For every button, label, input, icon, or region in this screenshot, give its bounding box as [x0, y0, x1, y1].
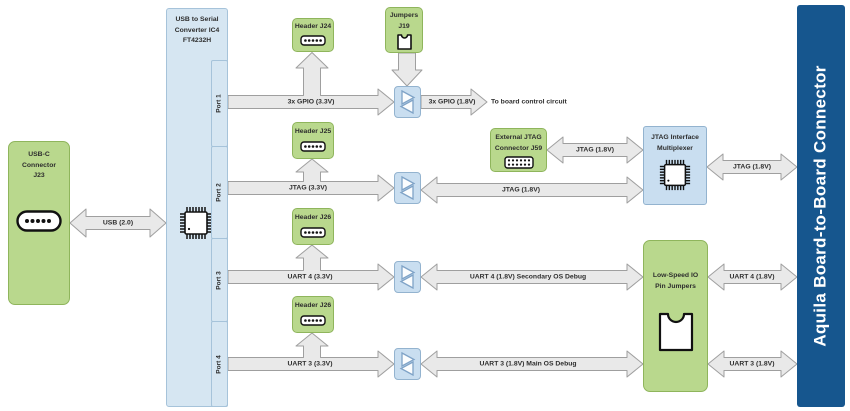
converter-label-line3: FT4232H	[182, 37, 212, 45]
header-pins-icon	[300, 34, 326, 46]
level-shifter-jtag	[394, 172, 421, 204]
jumpers-j19-label-line1: Jumpers	[389, 12, 419, 19]
jtag-1v8-ext-label: JTAG (1.8V)	[575, 146, 615, 154]
uart3-3v3-arrow	[227, 332, 395, 378]
jtag-1v8-b2b-label: JTAG (1.8V)	[732, 163, 772, 171]
low-speed-io-jumpers-box: Low-Speed IO Pin Jumpers	[643, 240, 708, 392]
level-shifter-icon	[399, 175, 416, 201]
uart4-3v3-label: UART 4 (3.3V)	[287, 273, 333, 281]
port-2-label: Port 2	[216, 183, 224, 202]
level-shifter-icon	[399, 351, 416, 377]
level-shifter-uart4	[394, 261, 421, 293]
header-j24-box: Header J24	[292, 18, 334, 52]
aquila-b2b-connector-label: Aquila Board-to-Board Connector	[811, 65, 831, 347]
converter-label-line1: USB to Serial	[175, 16, 219, 23]
uart4-1v8-mid-label: UART 4 (1.8V) Secondary OS Debug	[469, 273, 587, 281]
level-shifter-uart3	[394, 348, 421, 380]
uart3-1v8-b2b-label: UART 3 (1.8V)	[729, 360, 775, 368]
uart4-3v3-arrow	[227, 244, 395, 291]
level-shifter-gpio	[394, 86, 421, 118]
header-pins-icon	[300, 314, 326, 326]
jumpers-j19-arrow	[391, 52, 423, 87]
header-pins-icon	[300, 226, 326, 238]
uart3-1v8-mid-label: UART 3 (1.8V) Main OS Debug	[479, 360, 577, 368]
converter-label-line2: Converter IC4	[174, 26, 220, 34]
header-j26-uart3-label: Header J26	[294, 302, 332, 309]
external-jtag-connector-box: External JTAG Connector J59	[490, 128, 547, 172]
usb-c-connector-box: USB-C Connector J23	[8, 141, 70, 305]
gpio-1v8-label: 3x GPIO (1.8V)	[428, 98, 476, 106]
jumpers-j19-label-line2: J19	[398, 22, 410, 30]
jumpers-j19-box: Jumpers J19	[385, 7, 423, 53]
usb-c-label-line1: USB-C	[28, 151, 50, 158]
board-control-text: To board control circuit	[491, 98, 567, 106]
header-j26-uart4-label: Header J26	[294, 214, 332, 221]
jtag-multiplexer-box: JTAG Interface Multiplexer	[643, 126, 707, 205]
header-pins-icon	[300, 140, 326, 152]
low-speed-io-label-line1: Low-Speed IO	[652, 272, 699, 279]
converter-port-2: Port 2	[211, 146, 228, 239]
header-j26-uart4-box: Header J26	[292, 208, 334, 245]
external-jtag-label-line2: Connector J59	[494, 144, 543, 152]
level-shifter-icon	[399, 264, 416, 290]
converter-port-1: Port 1	[211, 60, 228, 147]
gpio-1v8-arrow	[420, 88, 488, 116]
low-speed-io-label-line2: Pin Jumpers	[655, 282, 696, 290]
gpio-3v3-arrow	[227, 52, 395, 116]
converter-port-3: Port 3	[211, 238, 228, 322]
jumper-icon	[396, 34, 412, 50]
port-4-label: Port 4	[216, 354, 224, 374]
usb-serial-converter-box: USB to Serial Converter IC4 FT4232H Port…	[166, 8, 228, 407]
gpio-3v3-label: 3x GPIO (3.3V)	[287, 98, 335, 106]
port-3-label: Port 3	[216, 270, 224, 290]
external-jtag-label-line1: External JTAG	[495, 134, 542, 141]
jumper-icon-large	[658, 312, 694, 352]
converter-port-4: Port 4	[211, 321, 228, 407]
jtag-1v8-mid-label: JTAG (1.8V)	[501, 186, 541, 194]
header-j25-box: Header J25	[292, 122, 334, 159]
jtag-mux-label-line2: Multiplexer	[657, 144, 693, 152]
usb-c-label-line3: J23	[33, 172, 45, 180]
header-j25-label: Header J25	[294, 128, 332, 135]
usb-arrow-label: USB (2.0)	[102, 219, 134, 227]
jtag-3v3-arrow	[227, 158, 395, 202]
usb-c-port-icon	[16, 210, 62, 232]
jtag-mux-label-line1: JTAG Interface	[651, 134, 699, 141]
header-j26-uart3-box: Header J26	[292, 296, 334, 333]
uart3-3v3-label: UART 3 (3.3V)	[287, 360, 333, 368]
usb-c-label-line2: Connector	[22, 161, 56, 169]
port-1-label: Port 1	[216, 94, 224, 113]
uart4-1v8-b2b-label: UART 4 (1.8V)	[729, 273, 775, 281]
dual-row-header-icon	[503, 156, 534, 169]
multiplexer-chip-icon	[659, 159, 691, 191]
jtag-3v3-label: JTAG (3.3V)	[288, 184, 328, 192]
level-shifter-icon	[399, 89, 416, 115]
header-j24-label: Header J24	[294, 23, 332, 30]
converter-chip-icon	[180, 207, 212, 239]
aquila-b2b-connector-bar: Aquila Board-to-Board Connector	[797, 5, 845, 407]
